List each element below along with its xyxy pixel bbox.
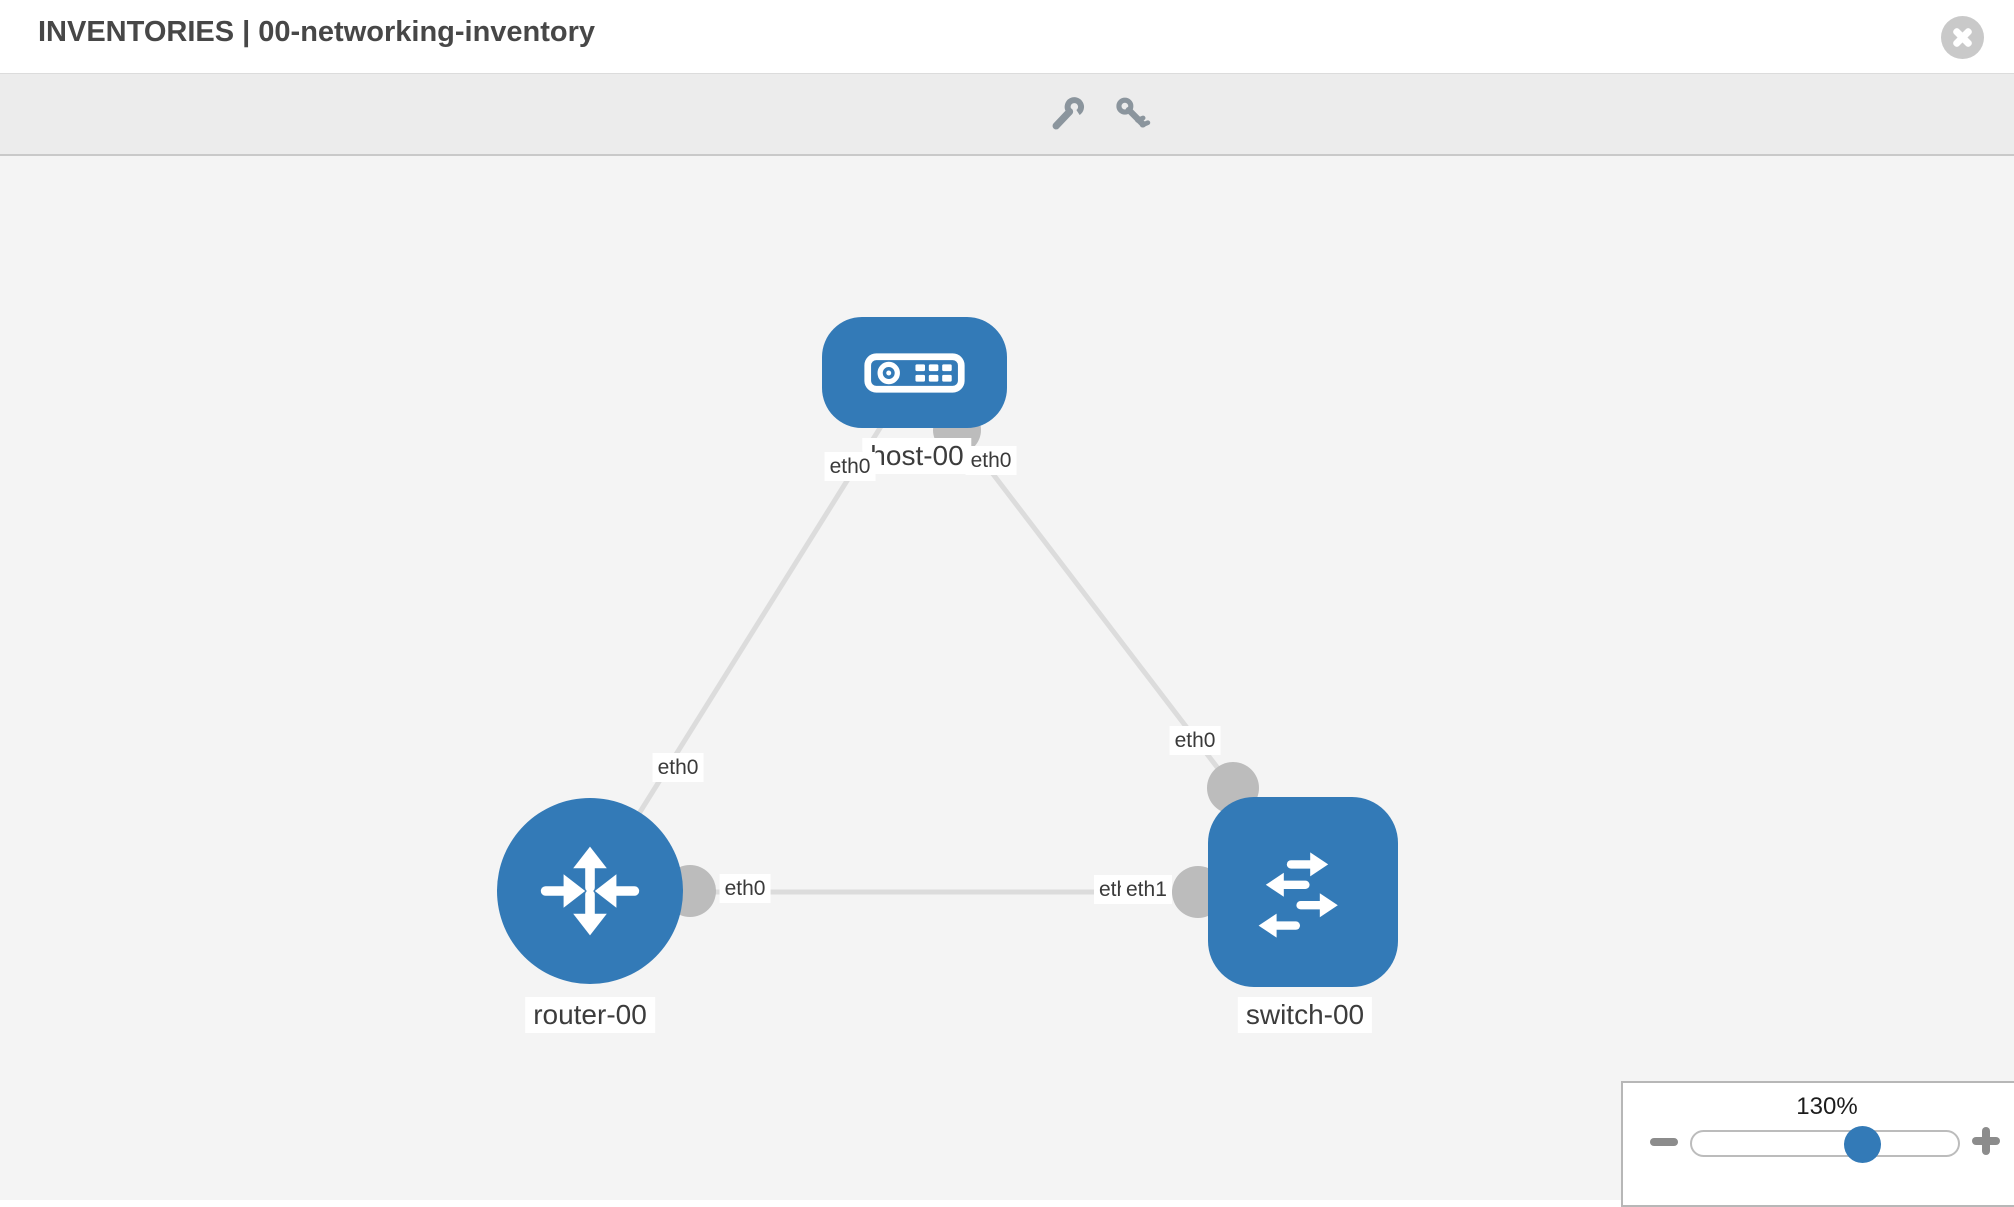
- header: INVENTORIES | 00-networking-inventory: [0, 0, 2014, 73]
- node-label-router: router-00: [525, 997, 655, 1034]
- iface-label-switch-top: eth0: [1169, 726, 1221, 756]
- router-icon: [540, 846, 640, 936]
- close-button[interactable]: [1941, 16, 1984, 59]
- node-label-switch: switch-00: [1237, 997, 1373, 1034]
- zoom-slider-knob[interactable]: [1844, 1126, 1881, 1163]
- zoom-level-label: 130%: [1796, 1093, 1858, 1120]
- iface-label-host-right: eth0: [965, 446, 1017, 476]
- zoom-panel: 130%: [1621, 1081, 2014, 1207]
- switch-icon: [1258, 852, 1338, 938]
- tools-button[interactable]: [1049, 95, 1087, 133]
- node-host[interactable]: [822, 317, 1007, 428]
- page-title: INVENTORIES | 00-networking-inventory: [38, 16, 596, 48]
- node-switch[interactable]: [1208, 797, 1398, 987]
- zoom-slider[interactable]: [1690, 1130, 1960, 1157]
- host-icon: [864, 352, 965, 393]
- iface-label-host-left: eth0: [824, 452, 876, 482]
- iface-label-switch-left-front: eth1: [1121, 875, 1172, 905]
- credentials-button[interactable]: [1112, 95, 1152, 133]
- topology-canvas[interactable]: [0, 153, 2014, 1200]
- iface-label-router-top: eth0: [652, 753, 704, 783]
- node-router[interactable]: [497, 798, 683, 984]
- toolbar: [0, 73, 2014, 156]
- wrench-icon: [1052, 97, 1085, 130]
- node-label-host: host-00: [862, 438, 972, 475]
- key-icon: [1116, 97, 1151, 128]
- iface-label-router-right: eth0: [719, 874, 771, 904]
- zoom-out-button[interactable]: [1650, 1138, 1678, 1146]
- zoom-in-button[interactable]: [1971, 1126, 2001, 1156]
